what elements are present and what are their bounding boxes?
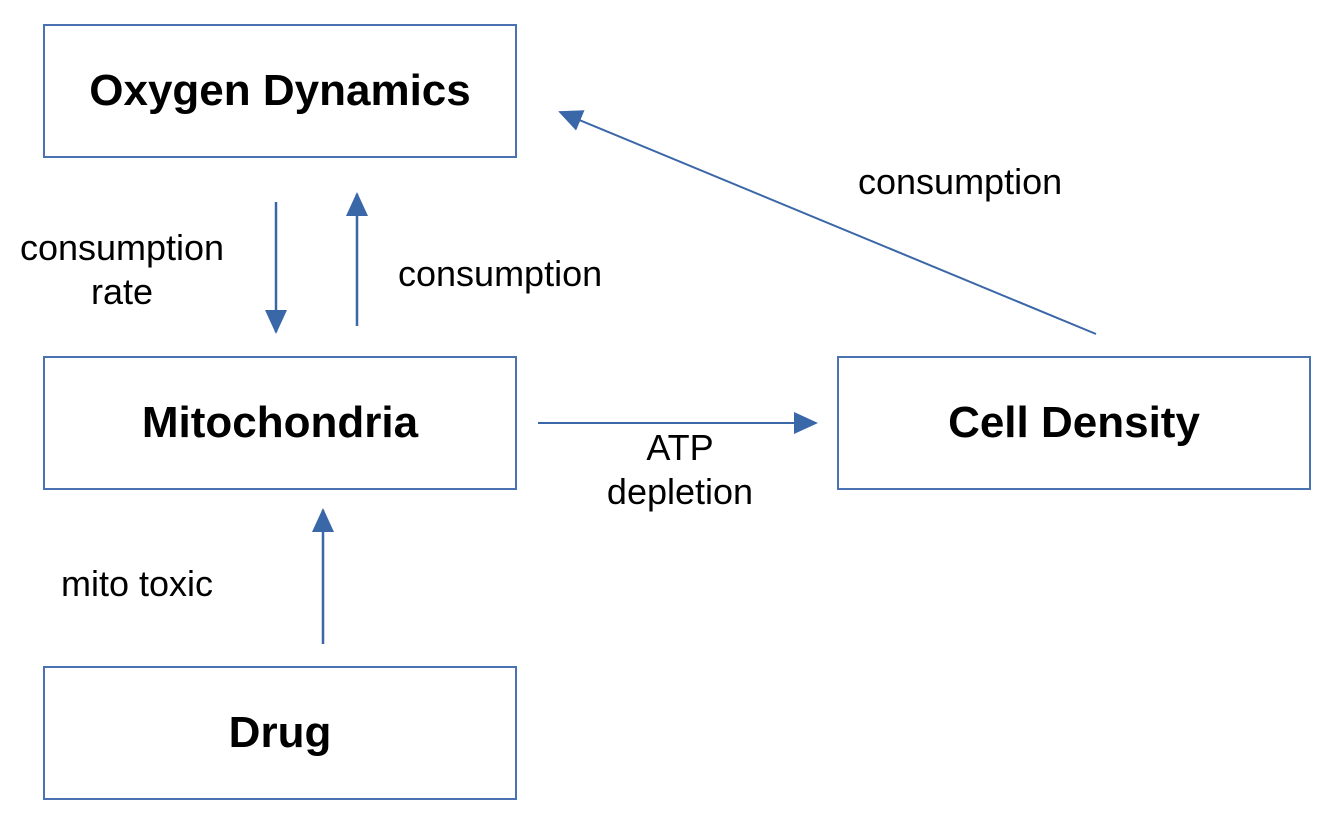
node-drug: Drug [43, 666, 517, 800]
edge-label-consumption-rate-line2: rate [90, 271, 154, 312]
node-oxygen-dynamics-label: Oxygen Dynamics [89, 66, 471, 115]
edge-label-consumption-rate: consumption rate [6, 226, 238, 314]
edge-label-consumption-rate-line1: consumption [19, 227, 225, 268]
node-cell-density-label: Cell Density [948, 398, 1200, 447]
edge-label-consumption-mito-to-oxygen: consumption [398, 253, 603, 294]
edge-label-atp-depletion-line2: depletion [606, 471, 754, 512]
node-mitochondria-label: Mitochondria [141, 398, 419, 447]
arrow-celldensity-to-oxygen [558, 110, 1097, 335]
edge-label-atp-depletion-line1: ATP [646, 427, 714, 468]
node-mitochondria: Mitochondria [43, 356, 517, 490]
edge-label-consumption-cell-to-oxygen: consumption [858, 161, 1063, 202]
edge-label-mito-toxic: mito toxic [61, 563, 214, 604]
edge-label-atp-depletion: ATP depletion [590, 426, 770, 514]
node-drug-label: Drug [228, 708, 332, 757]
node-cell-density: Cell Density [837, 356, 1311, 490]
node-oxygen-dynamics: Oxygen Dynamics [43, 24, 517, 158]
